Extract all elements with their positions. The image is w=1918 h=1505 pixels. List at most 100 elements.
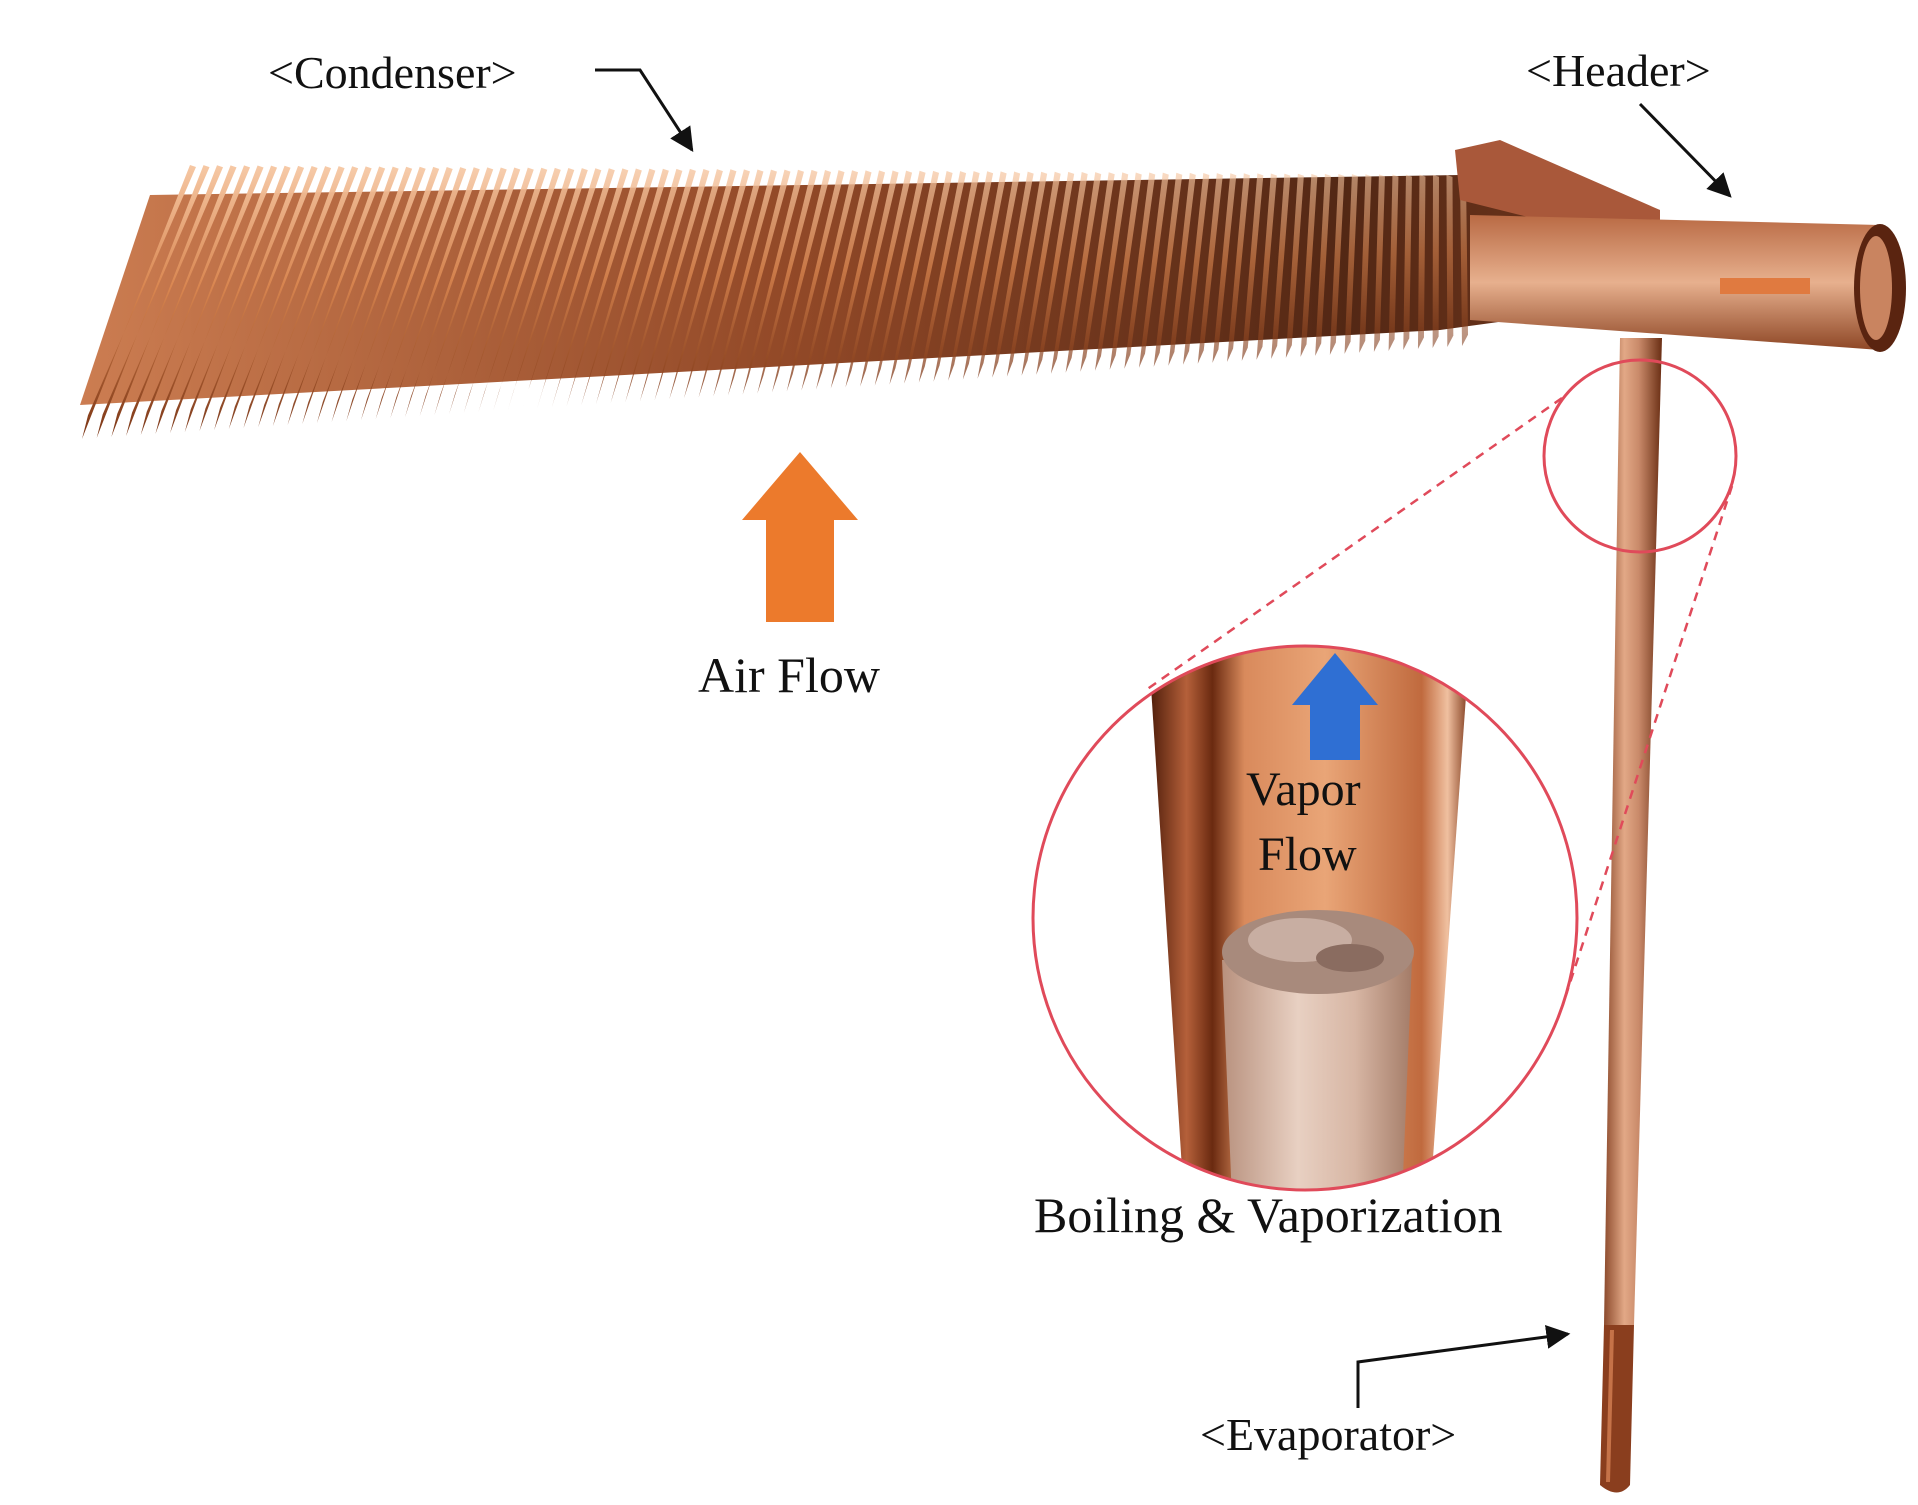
condenser-fin [272, 166, 372, 427]
condenser-fin [727, 169, 791, 396]
condenser-fin [1285, 173, 1304, 358]
condenser-fin [1109, 172, 1142, 370]
condenser-fin [434, 167, 521, 416]
adiabatic-pipe [1604, 338, 1662, 1325]
condenser-fin [1139, 172, 1169, 368]
header-callout-arrow [1638, 102, 1732, 198]
condenser-fin-bank [80, 165, 1660, 439]
header-inner-tube [1720, 278, 1810, 294]
condenser-fin [419, 167, 507, 417]
condenser-fin [1021, 171, 1061, 376]
zoom-source-circle [1542, 358, 1738, 554]
condenser-fin [360, 167, 453, 421]
condenser-fin [1094, 172, 1129, 371]
condenser-fin [155, 165, 264, 435]
condenser-fin [375, 167, 467, 420]
vertical-heat-pipe [1600, 338, 1662, 1493]
condenser-fin [639, 169, 710, 402]
condenser-fin [258, 166, 359, 428]
condenser-fin [1168, 172, 1196, 366]
header-label: <Header> [1526, 45, 1711, 96]
boiling-label: Boiling & Vaporization [1034, 1187, 1502, 1243]
condenser-fin [126, 165, 237, 437]
condenser-fin [1065, 172, 1102, 373]
condenser-fin [1359, 174, 1372, 353]
condenser-fin [1315, 173, 1331, 356]
condenser-fin [1183, 172, 1210, 365]
vapor-arrow-icon [1292, 653, 1378, 760]
condenser-fin [1344, 174, 1358, 354]
callout-arrows [595, 68, 1732, 1408]
condenser-fin [184, 165, 291, 433]
condenser-fin [170, 165, 278, 434]
condenser-fin [463, 167, 548, 414]
condenser-fin [522, 168, 602, 410]
condenser-fin [82, 165, 196, 439]
zoom-liquid-column [1222, 960, 1412, 1190]
condenser-fin [698, 169, 764, 398]
condenser-fin [507, 168, 588, 411]
condenser-fins [82, 165, 1468, 439]
condenser-fin [992, 171, 1034, 378]
condenser-fin [551, 168, 629, 408]
condenser-fin [1373, 174, 1385, 352]
condenser-fin [889, 170, 940, 385]
condenser-fin [1300, 173, 1318, 357]
condenser-fin [1403, 174, 1412, 350]
condenser-fin [669, 169, 737, 400]
condenser-fin [1446, 174, 1454, 347]
condenser-fin [977, 171, 1021, 379]
condenser-fin [214, 165, 318, 431]
condenser-fin [786, 170, 845, 392]
condenser-fin [331, 166, 426, 423]
condenser-fin [625, 168, 696, 403]
header-cylinder [1470, 215, 1880, 350]
condenser-fin [610, 168, 683, 404]
evaporator-section [1600, 1325, 1634, 1493]
condenser-fin [683, 169, 750, 399]
air-flow-label: Air Flow [698, 647, 880, 703]
condenser-fin [904, 170, 953, 384]
condenser-fin [1460, 175, 1468, 346]
condenser-fin [287, 166, 386, 426]
condenser-fin [713, 169, 777, 397]
condenser-fin [140, 165, 251, 436]
condenser-fin [199, 165, 305, 432]
condenser-fin [1417, 174, 1426, 349]
condenser-fin [1212, 173, 1237, 363]
condenser-fin [801, 170, 859, 391]
condenser-fin [918, 171, 967, 383]
condenser-fin [390, 167, 480, 419]
condenser-fin [962, 171, 1007, 380]
evaporator-label: <Evaporator> [1200, 1409, 1456, 1460]
condenser-fin [243, 166, 345, 429]
condenser-fin [478, 167, 561, 413]
condenser-fin [316, 166, 413, 424]
condenser-fin [933, 171, 980, 382]
condenser-fin [654, 169, 723, 401]
condenser-fin [948, 171, 994, 381]
condenser-callout-arrow [595, 68, 694, 153]
condenser-fin [1329, 174, 1345, 355]
header [1455, 140, 1906, 352]
condenser-fin [537, 168, 615, 409]
condenser-fin [449, 167, 534, 415]
condenser-fin [845, 170, 899, 388]
evaporator-callout-arrow [1356, 1324, 1571, 1408]
condenser-fin [1153, 172, 1183, 367]
condenser-fin [302, 166, 399, 425]
condenser-fin [1036, 171, 1075, 375]
condenser-fin [346, 166, 440, 422]
condenser-fin [830, 170, 886, 389]
condenser-fin [581, 168, 656, 406]
condenser-fin [493, 167, 575, 412]
condenser-fin [1197, 173, 1223, 364]
condenser-fin [1124, 172, 1156, 369]
zoom-indicator [1145, 358, 1738, 996]
condenser-fin [742, 169, 804, 395]
condenser-fin [595, 168, 669, 405]
condenser-fin [1006, 171, 1048, 377]
condenser-fin [1432, 174, 1439, 348]
condenser-fin [228, 166, 332, 430]
